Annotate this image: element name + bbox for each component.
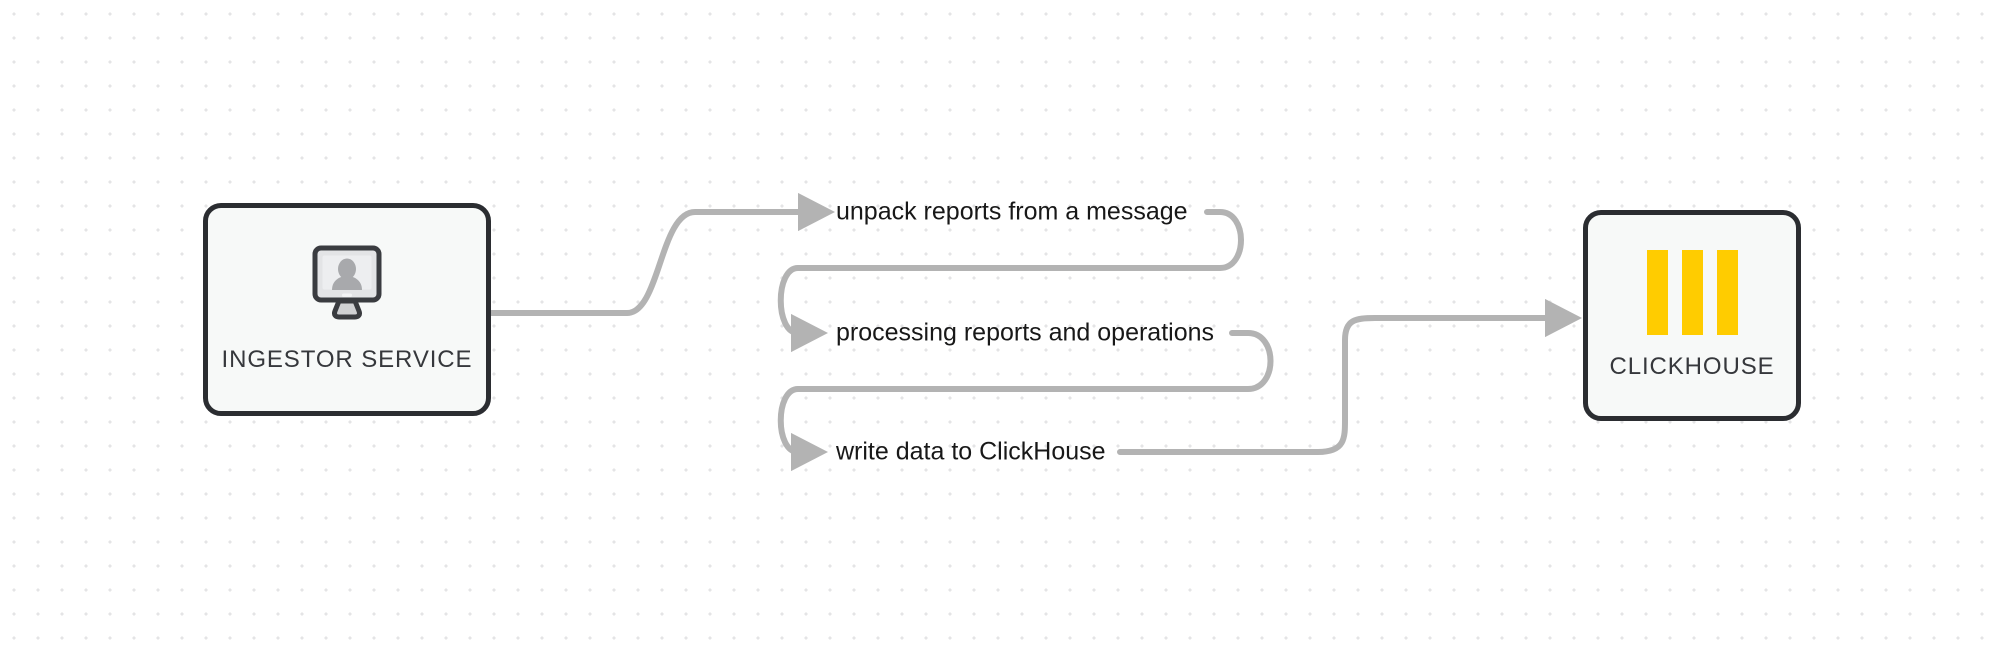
edge-label-processing: processing reports and operations: [836, 318, 1215, 347]
node-clickhouse[interactable]: CLICKHOUSE: [1583, 210, 1801, 421]
edge-label-unpack: unpack reports from a message: [836, 197, 1188, 226]
clickhouse-bars-icon: [1646, 250, 1738, 335]
edge-path-write: [777, 330, 1274, 472]
edge-label-write: write data to ClickHouse: [836, 437, 1106, 466]
monitor-user-icon: [301, 245, 393, 330]
node-ingestor-service-label: INGESTOR SERVICE: [221, 346, 473, 373]
clickhouse-bar: [1681, 250, 1703, 335]
clickhouse-bar: [1716, 250, 1738, 335]
edge-path-process: [777, 209, 1244, 353]
node-ingestor-service[interactable]: INGESTOR SERVICE: [203, 203, 491, 416]
clickhouse-bar: [1646, 250, 1668, 335]
node-clickhouse-label: CLICKHOUSE: [1609, 353, 1775, 380]
edge-path-unpack: [488, 192, 835, 316]
